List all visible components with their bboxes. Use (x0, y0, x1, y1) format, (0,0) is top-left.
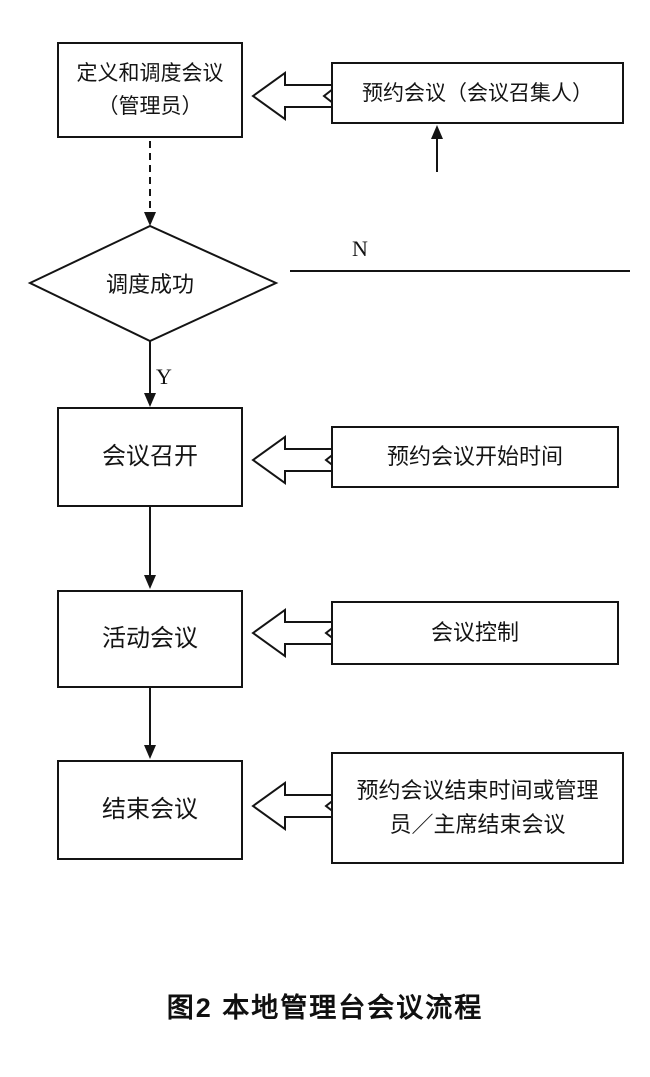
end-time-box-label-line1: 预约会议结束时间或管理 (356, 778, 599, 803)
no-branch-label: N (352, 236, 368, 261)
hollow-left-arrow-icon (251, 435, 343, 485)
down-arrowhead-icon (144, 745, 156, 759)
reserve-box-label: 预约会议（会议召集人） (362, 80, 593, 105)
define-box: 定义和调度会议 （管理员） (57, 42, 243, 138)
define-box-label-line2: （管理员） (97, 94, 203, 118)
control-box-label: 会议控制 (430, 620, 519, 645)
hollow-left-arrow-icon (251, 71, 341, 121)
active-box-label: 活动会议 (102, 626, 198, 652)
active-box: 活动会议 (57, 590, 243, 688)
hollow-left-arrow-icon (251, 608, 343, 658)
up-arrowhead-icon (431, 125, 443, 139)
down-arrowhead-icon (144, 212, 156, 226)
end-box: 结束会议 (57, 760, 243, 860)
decision-label: 调度成功 (105, 272, 194, 297)
reserve-box: 预约会议（会议召集人） (331, 62, 624, 124)
convene-box-label: 会议召开 (102, 444, 198, 470)
down-arrowhead-icon (144, 393, 156, 407)
start-time-box: 预约会议开始时间 (331, 426, 619, 488)
control-box: 会议控制 (331, 601, 619, 665)
end-time-box: 预约会议结束时间或管理 员／主席结束会议 (331, 752, 624, 864)
hollow-left-arrow-icon (251, 781, 343, 831)
end-time-box-label-line2: 员／主席结束会议 (389, 812, 566, 837)
define-box-label-line1: 定义和调度会议 (76, 61, 224, 85)
start-time-box-label: 预约会议开始时间 (386, 444, 563, 469)
down-arrowhead-icon (144, 575, 156, 589)
figure-caption: 图2 本地管理台会议流程 (166, 993, 484, 1023)
convene-box: 会议召开 (57, 407, 243, 507)
yes-branch-label: Y (156, 364, 172, 389)
end-box-label: 结束会议 (102, 797, 198, 823)
